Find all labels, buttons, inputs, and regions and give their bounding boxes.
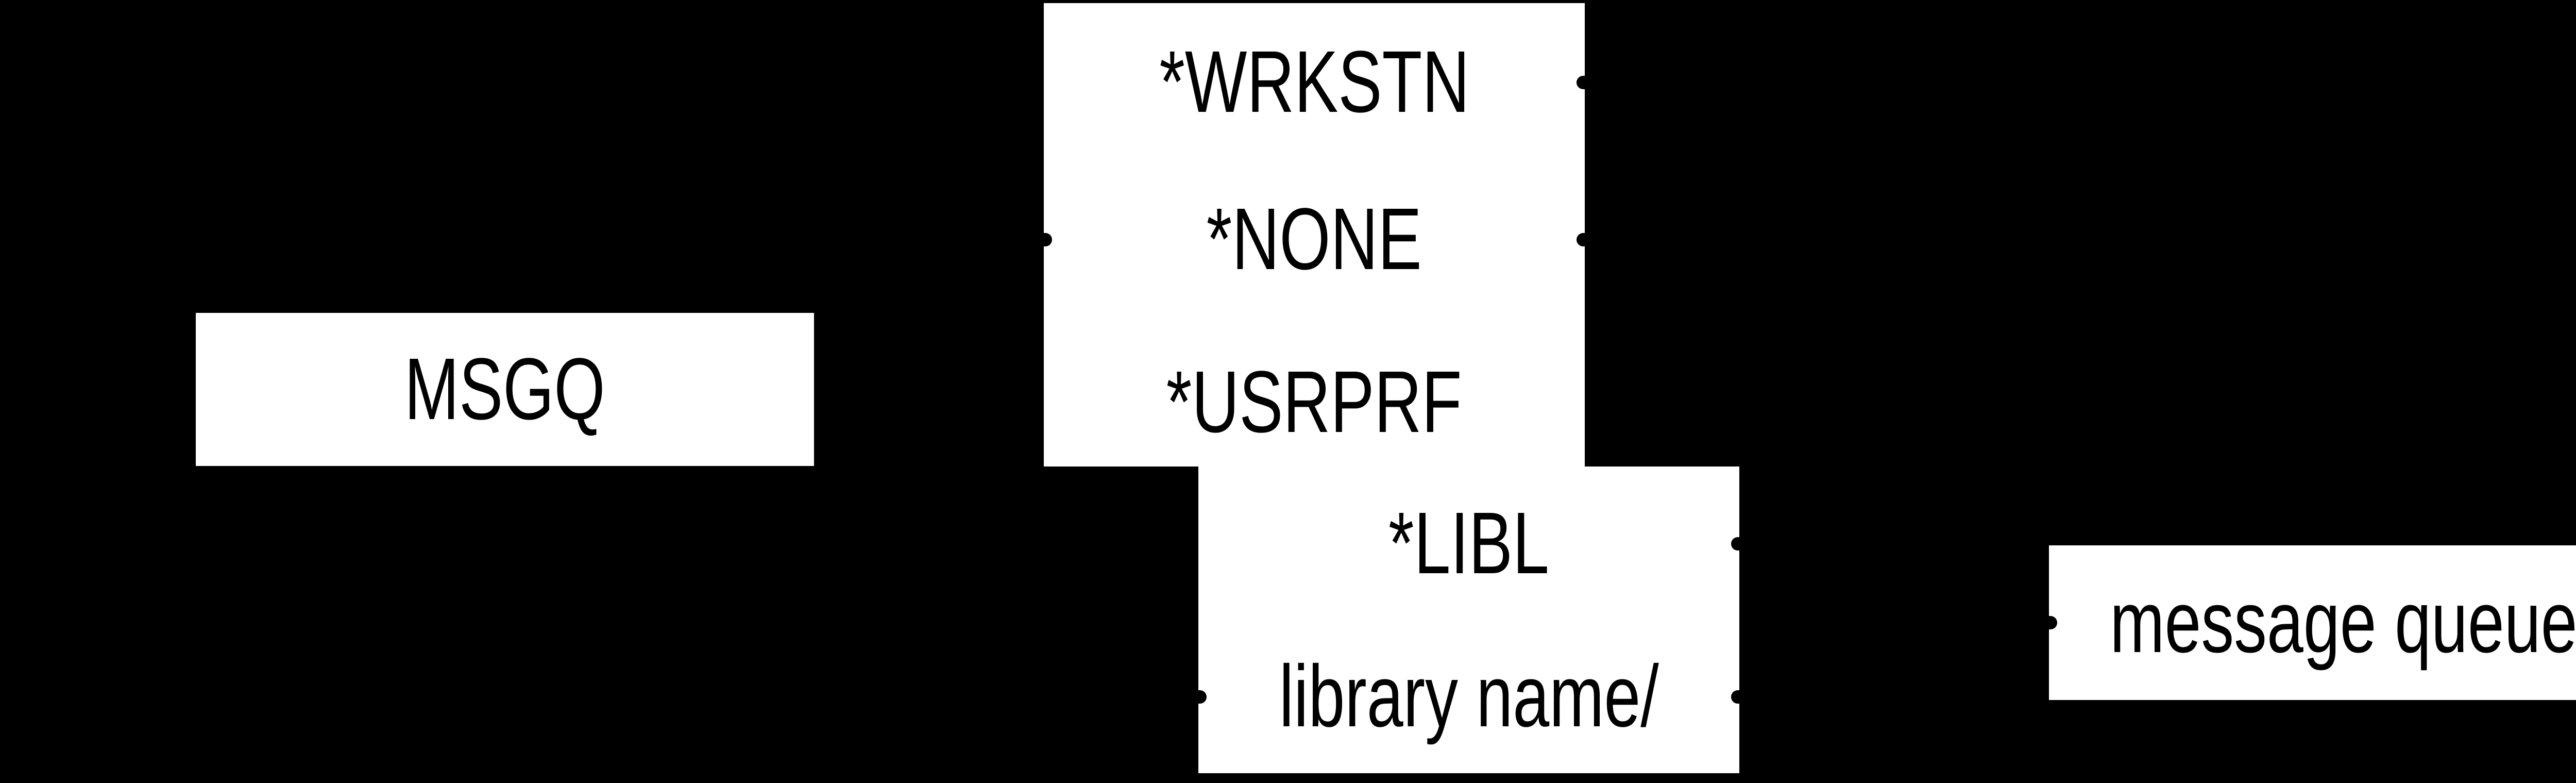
choice-option-none: *NONE: [1044, 178, 1585, 302]
connector-arrow: [1044, 233, 1052, 246]
connector-arrow: [2049, 616, 2057, 629]
value-box-message-queue-name: message queue name: [2049, 545, 2576, 700]
choice-option-wrkstn-label: *WRKSTN: [1159, 33, 1470, 131]
choice-option-usrprf-label: *USRPRF: [1166, 353, 1462, 452]
connector-arrow: [1731, 537, 1739, 551]
choice-option-usrprf: *USRPRF: [1044, 341, 1585, 464]
value-box-label: message queue name: [2110, 573, 2576, 672]
choice-option-none-label: *NONE: [1206, 190, 1422, 289]
qualifier-option-library-name-label: library name/: [1279, 647, 1659, 746]
qualifier-option-libl-label: *LIBL: [1388, 494, 1549, 593]
connector-arrow: [1577, 233, 1585, 246]
qualifier-option-libl: *LIBL: [1198, 482, 1739, 606]
keyword-box-msgq: MSGQ: [196, 313, 814, 466]
choice-box: *WRKSTN *NONE *USRPRF: [1044, 3, 1585, 467]
choice-option-wrkstn: *WRKSTN: [1044, 21, 1585, 144]
keyword-label: MSGQ: [404, 340, 605, 438]
connector-arrow: [1731, 690, 1739, 704]
qualifier-option-library-name: library name/: [1198, 635, 1739, 759]
connector-arrow: [1577, 76, 1585, 89]
qualifier-box: *LIBL library name/: [1198, 467, 1739, 773]
connector-arrow: [1198, 690, 1207, 704]
